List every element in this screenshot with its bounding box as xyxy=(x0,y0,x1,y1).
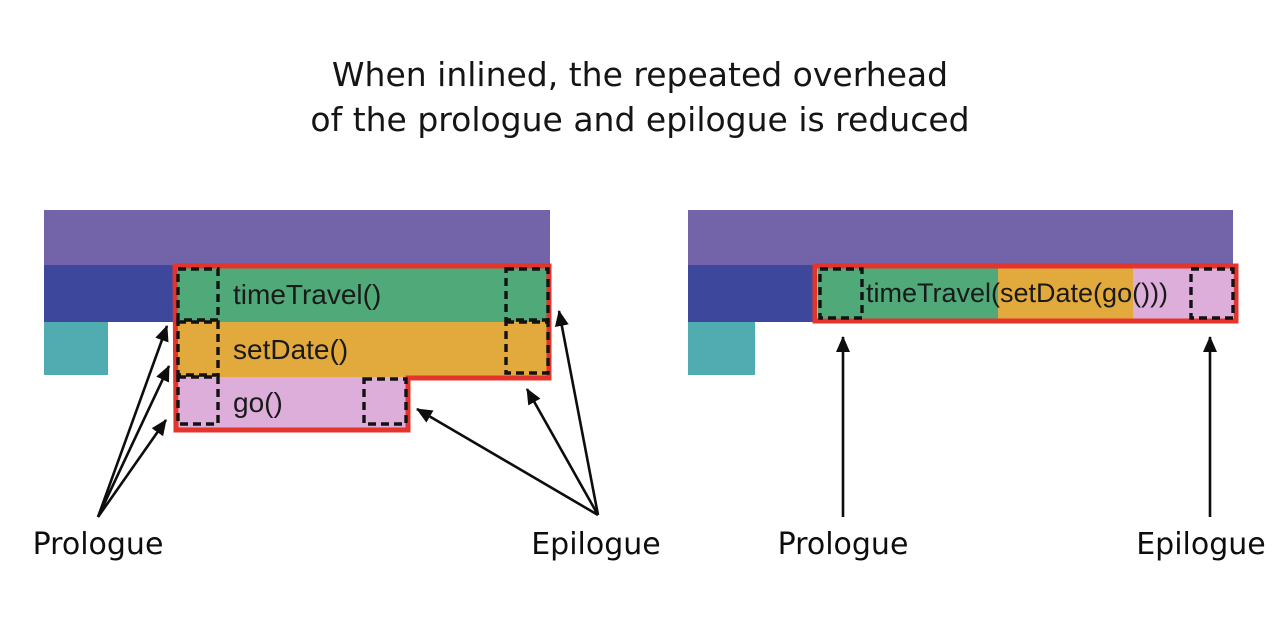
left-green-prologue-box xyxy=(176,267,220,322)
timetravel-bar-label: timeTravel() xyxy=(233,279,382,310)
right-prologue-label: Prologue xyxy=(777,527,909,562)
left-orange-epilogue-box xyxy=(504,320,550,375)
right-caller-frame-bar xyxy=(688,265,815,322)
left-inline-outline xyxy=(172,263,552,433)
left-go-bar: go() xyxy=(177,377,406,429)
right-epilogue-label: Epilogue xyxy=(1136,527,1266,562)
right-inlined-pink-segment xyxy=(1133,267,1233,320)
left-orange-prologue-box xyxy=(176,320,220,377)
right-sibling-frame-bar xyxy=(688,322,755,375)
left-root-frame-bar xyxy=(44,210,550,265)
left-epilogue-label: Epilogue xyxy=(531,527,661,562)
epilogue-arrow-green xyxy=(554,310,600,516)
setdate-bar-label: setDate() xyxy=(233,334,349,365)
right-inlined-green-segment xyxy=(818,267,998,320)
title-line-2: of the prologue and epilogue is reduced xyxy=(310,100,970,139)
right-inlined-orange-segment xyxy=(998,267,1133,320)
left-pink-prologue-box xyxy=(176,375,220,426)
diagram-title: When inlined, the repeated overhead of t… xyxy=(0,52,1280,142)
inlined-bar-label: timeTravel(setDate(go())) xyxy=(866,278,1169,308)
epilogue-arrow-pink xyxy=(416,407,599,517)
go-bar-label: go() xyxy=(233,387,283,418)
prologue-arrow-pink xyxy=(96,419,168,518)
right-inline-outline xyxy=(812,263,1239,324)
right-root-frame-bar xyxy=(688,210,1233,265)
left-sibling-frame-bar xyxy=(44,322,108,375)
left-prologue-label: Prologue xyxy=(32,527,164,562)
prologue-arrow-orange xyxy=(96,365,171,518)
left-setdate-bar: setDate() xyxy=(177,322,548,377)
left-pink-epilogue-box xyxy=(362,377,408,426)
left-caller-frame-bar xyxy=(44,265,175,322)
title-line-1: When inlined, the repeated overhead xyxy=(331,55,949,94)
left-timetravel-bar: timeTravel() xyxy=(177,267,548,322)
left-green-epilogue-box xyxy=(504,267,550,322)
right-prologue-box xyxy=(818,267,864,320)
right-epilogue-box xyxy=(1189,267,1235,320)
epilogue-arrow-orange xyxy=(525,388,600,516)
prologue-arrow-green xyxy=(96,325,169,518)
